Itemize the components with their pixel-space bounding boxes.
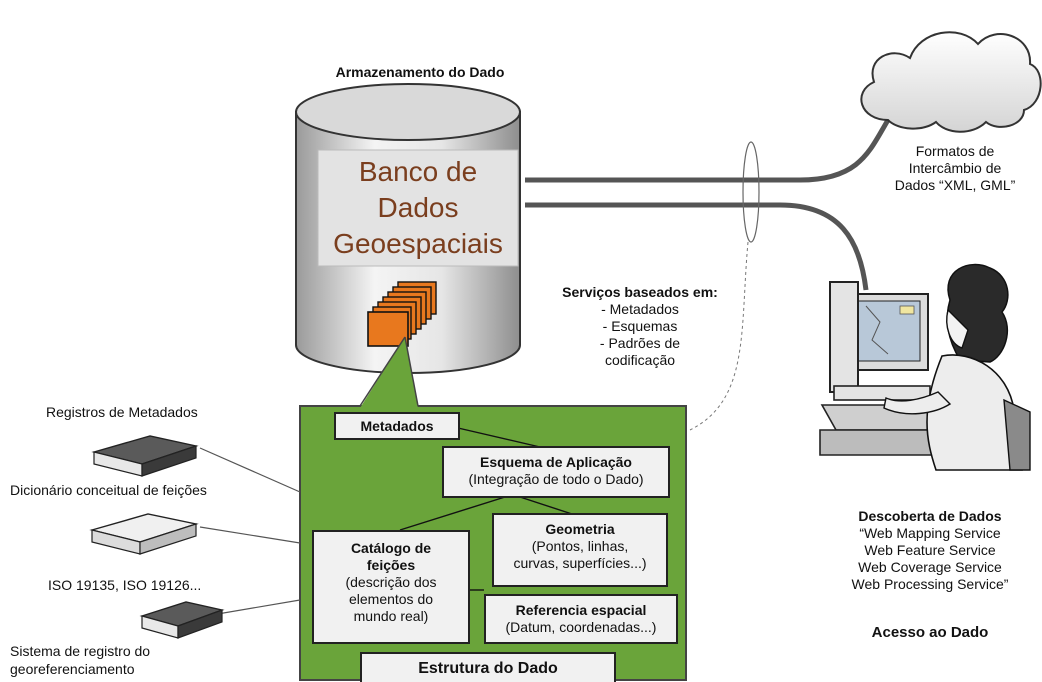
structure-footer-label: Estrutura do Dado bbox=[418, 660, 558, 677]
discovery-item: Web Processing Service” bbox=[851, 576, 1009, 592]
geometria-subtitle: (Pontos, linhas, bbox=[531, 538, 629, 554]
esquema-title: Esquema de Aplicação bbox=[480, 454, 632, 470]
book-icon bbox=[139, 601, 225, 639]
cloud-label-line: Intercâmbio de bbox=[908, 160, 1002, 176]
structure-footer: Estrutura do Dado bbox=[360, 652, 616, 682]
structure-connectors bbox=[399, 427, 573, 591]
cloud-label: Formatos de Intercâmbio de Dados “XML, G… bbox=[870, 143, 1040, 194]
services-block: Serviços baseados em: - Metadados - Esqu… bbox=[548, 284, 732, 369]
cloud-label-line: Dados “XML, GML” bbox=[894, 177, 1016, 193]
cable-lines bbox=[525, 118, 891, 431]
geometria-box: Geometria (Pontos, linhas, curvas, super… bbox=[492, 513, 668, 587]
document-stack-icon bbox=[367, 281, 437, 347]
geometria-subtitle: curvas, superfícies...) bbox=[513, 555, 647, 571]
catalogo-box: Catálogo de feições (descrição dos eleme… bbox=[312, 530, 470, 644]
referencia-subtitle: (Datum, coordenadas...) bbox=[505, 619, 657, 635]
esquema-box: Esquema de Aplicação (Integração de todo… bbox=[442, 446, 670, 498]
database-label: Banco de Dados Geoespaciais bbox=[318, 154, 518, 262]
cloud-icon bbox=[860, 31, 1042, 133]
services-item: - Metadados bbox=[601, 301, 679, 317]
services-item: - Padrões de bbox=[599, 335, 681, 351]
services-item: codificação bbox=[604, 352, 676, 368]
database-cylinder-icon bbox=[295, 83, 521, 374]
catalogo-subtitle: mundo real) bbox=[353, 608, 429, 624]
registry-label: ISO 19135, ISO 19126... bbox=[48, 577, 202, 593]
registry-lines bbox=[199, 447, 301, 618]
referencia-box: Referencia espacial (Datum, coordenadas.… bbox=[484, 594, 678, 644]
registry-label: Registros de Metadados bbox=[46, 404, 198, 420]
access-label: Acesso ao Dado bbox=[871, 624, 989, 641]
catalogo-subtitle: elementos do bbox=[348, 591, 434, 607]
metadados-title: Metadados bbox=[360, 418, 434, 434]
catalogo-subtitle: (descrição dos bbox=[345, 574, 437, 590]
services-item: - Esquemas bbox=[602, 318, 678, 334]
esquema-subtitle: (Integração de todo o Dado) bbox=[468, 471, 644, 487]
discovery-title: Descoberta de Dados bbox=[858, 508, 1002, 524]
cloud-label-line: Formatos de bbox=[915, 143, 995, 159]
storage-title: Armazenamento do Dado bbox=[335, 64, 505, 80]
discovery-block: Descoberta de Dados “Web Mapping Service… bbox=[820, 508, 1040, 593]
book-icon bbox=[89, 513, 199, 555]
catalogo-title: Catálogo de bbox=[350, 540, 432, 556]
discovery-item: Web Coverage Service bbox=[858, 559, 1002, 575]
discovery-item: “Web Mapping Service bbox=[859, 525, 1001, 541]
services-title: Serviços baseados em: bbox=[562, 284, 718, 300]
registry-label: georeferenciamento bbox=[10, 661, 135, 677]
book-icon bbox=[91, 435, 199, 477]
computer-user-illustration bbox=[819, 263, 1031, 471]
registry-label: Sistema de registro do bbox=[10, 643, 151, 659]
referencia-title: Referencia espacial bbox=[515, 602, 647, 618]
database-label-line: Banco de bbox=[358, 156, 478, 187]
geometria-title: Geometria bbox=[545, 521, 615, 537]
database-label-line: Geoespaciais bbox=[333, 228, 503, 259]
catalogo-title: feições bbox=[366, 557, 416, 573]
discovery-item: Web Feature Service bbox=[864, 542, 996, 558]
database-label-line: Dados bbox=[377, 192, 459, 223]
registry-label: Dicionário conceitual de feições bbox=[10, 482, 207, 498]
metadados-box: Metadados bbox=[334, 412, 460, 440]
